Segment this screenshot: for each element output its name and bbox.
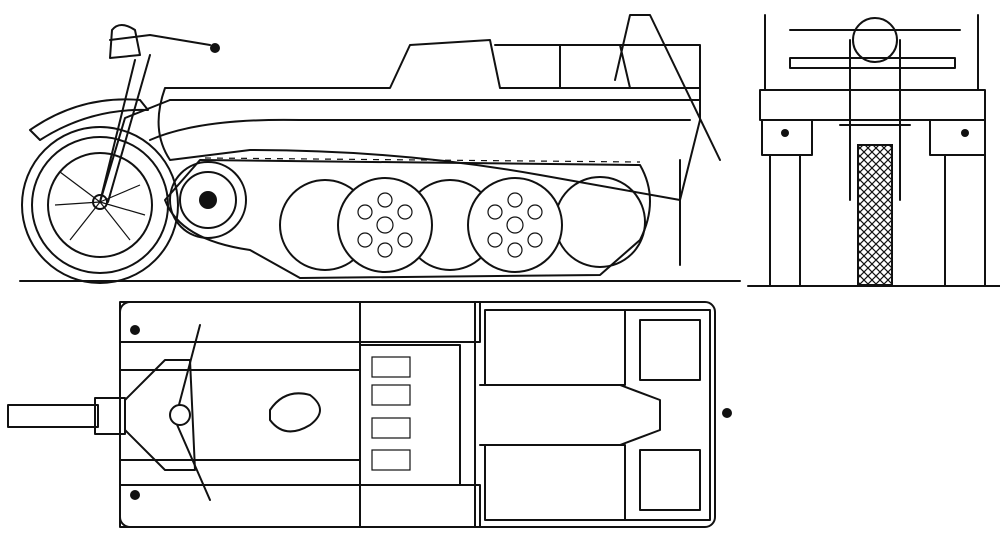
rear-seats bbox=[484, 309, 626, 521]
handlebar-grip bbox=[210, 43, 220, 53]
front-fender bbox=[29, 98, 149, 141]
front-wheel bbox=[21, 126, 179, 284]
front-tire bbox=[857, 144, 893, 286]
front-fork bbox=[99, 54, 171, 203]
side-view bbox=[19, 14, 741, 284]
handlebar bbox=[109, 24, 211, 59]
rear-rail bbox=[614, 14, 721, 161]
track bbox=[164, 159, 651, 279]
drive-sprocket bbox=[169, 161, 247, 239]
steering bbox=[119, 324, 361, 501]
driver-seat bbox=[269, 392, 321, 433]
rear-seat bbox=[494, 44, 701, 89]
front-wheel-top bbox=[7, 404, 99, 428]
road-wheels bbox=[279, 176, 646, 273]
top-view bbox=[7, 301, 732, 528]
front-view bbox=[747, 14, 1000, 287]
vent-grilles bbox=[371, 356, 411, 471]
headlight bbox=[852, 17, 898, 63]
